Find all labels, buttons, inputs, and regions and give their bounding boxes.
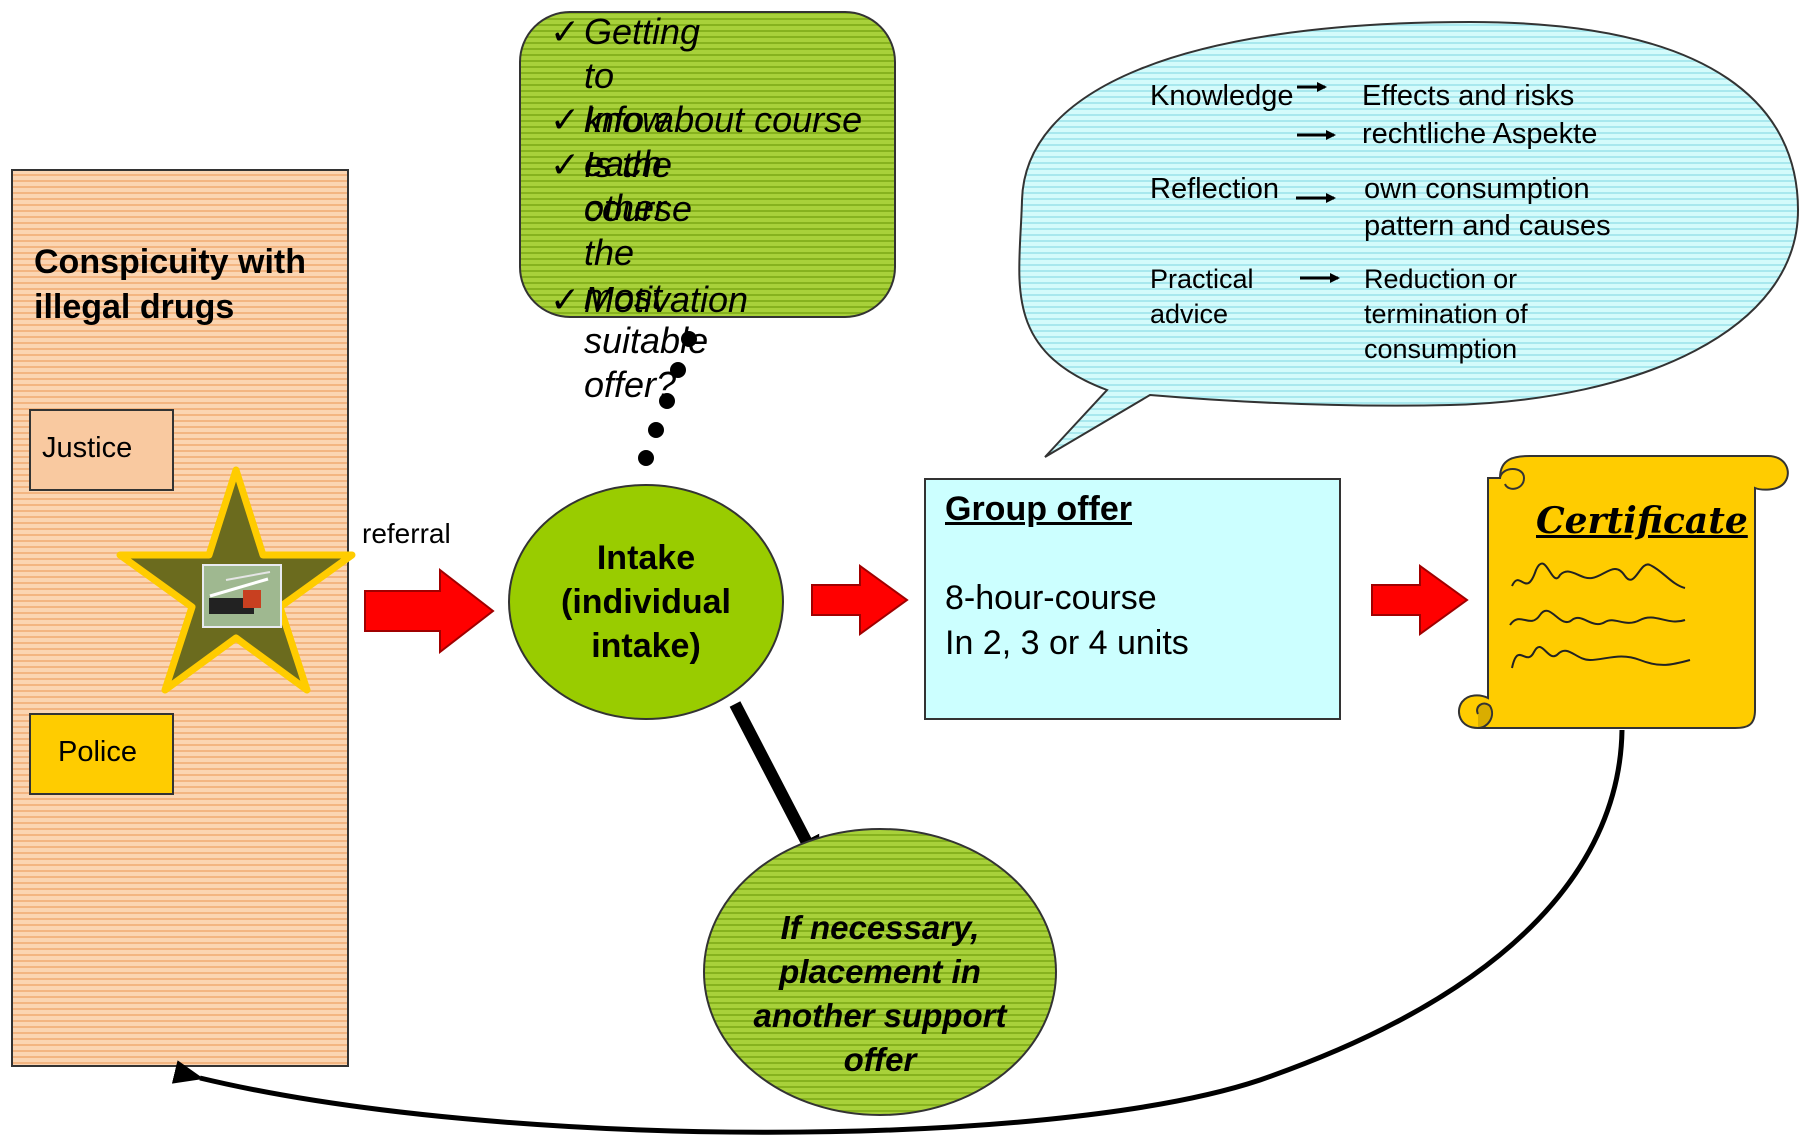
panel-title: Conspicuity with illegal drugs <box>34 243 306 326</box>
certificate-title: Certificate <box>1536 500 1748 542</box>
alternative-label: If necessary, placement in another suppo… <box>753 909 1007 1078</box>
checklist-item: Info about course <box>584 99 863 140</box>
justice-label: Justice <box>42 432 133 464</box>
intake-to-group-arrow <box>811 564 909 636</box>
star-icon <box>116 466 356 694</box>
checklist-item: Getting to know each other <box>584 11 701 228</box>
check-icon: ✓ <box>550 99 581 140</box>
legal-label: rechtliche Aspekte <box>1362 118 1598 150</box>
intake-to-alternative-arrow <box>729 701 822 868</box>
group-offer-line2: In 2, 3 or 4 units <box>945 624 1189 662</box>
referral-arrow <box>364 567 495 655</box>
checklist-item: Is the course the most suitable offer? <box>584 144 709 405</box>
police-box <box>29 713 174 795</box>
knowledge-label: Knowledge <box>1150 80 1294 112</box>
thought-dots <box>638 331 697 466</box>
own-consumption-label: own consumption pattern and causes <box>1364 173 1611 242</box>
check-icon: ✓ <box>550 144 581 185</box>
reduction-label: Reduction or termination of consumption <box>1364 264 1528 364</box>
checklist-item: Motivation <box>584 279 749 320</box>
conspicuity-panel <box>11 169 349 1067</box>
intake-label: Intake (individual intake) <box>561 539 731 665</box>
info-bubble <box>1018 20 1800 458</box>
group-to-certificate-arrow <box>1371 564 1469 636</box>
reflection-label: Reflection <box>1150 173 1279 205</box>
police-label: Police <box>58 736 137 768</box>
group-offer-line1: 8-hour-course <box>945 579 1157 617</box>
alternative-node <box>703 828 1057 1116</box>
effects-label: Effects and risks <box>1362 80 1575 112</box>
justice-box <box>29 409 174 491</box>
referral-label: referral <box>362 518 451 549</box>
group-offer-title: Group offer <box>945 490 1132 528</box>
checklist-bubble <box>519 11 896 318</box>
group-offer-box <box>924 478 1341 720</box>
intake-node <box>508 484 784 720</box>
scroll-icon <box>1458 455 1789 729</box>
return-arrow <box>171 729 1625 1135</box>
practical-label: Practical advice <box>1150 264 1254 329</box>
check-icon: ✓ <box>550 11 581 52</box>
check-icon: ✓ <box>550 279 581 320</box>
